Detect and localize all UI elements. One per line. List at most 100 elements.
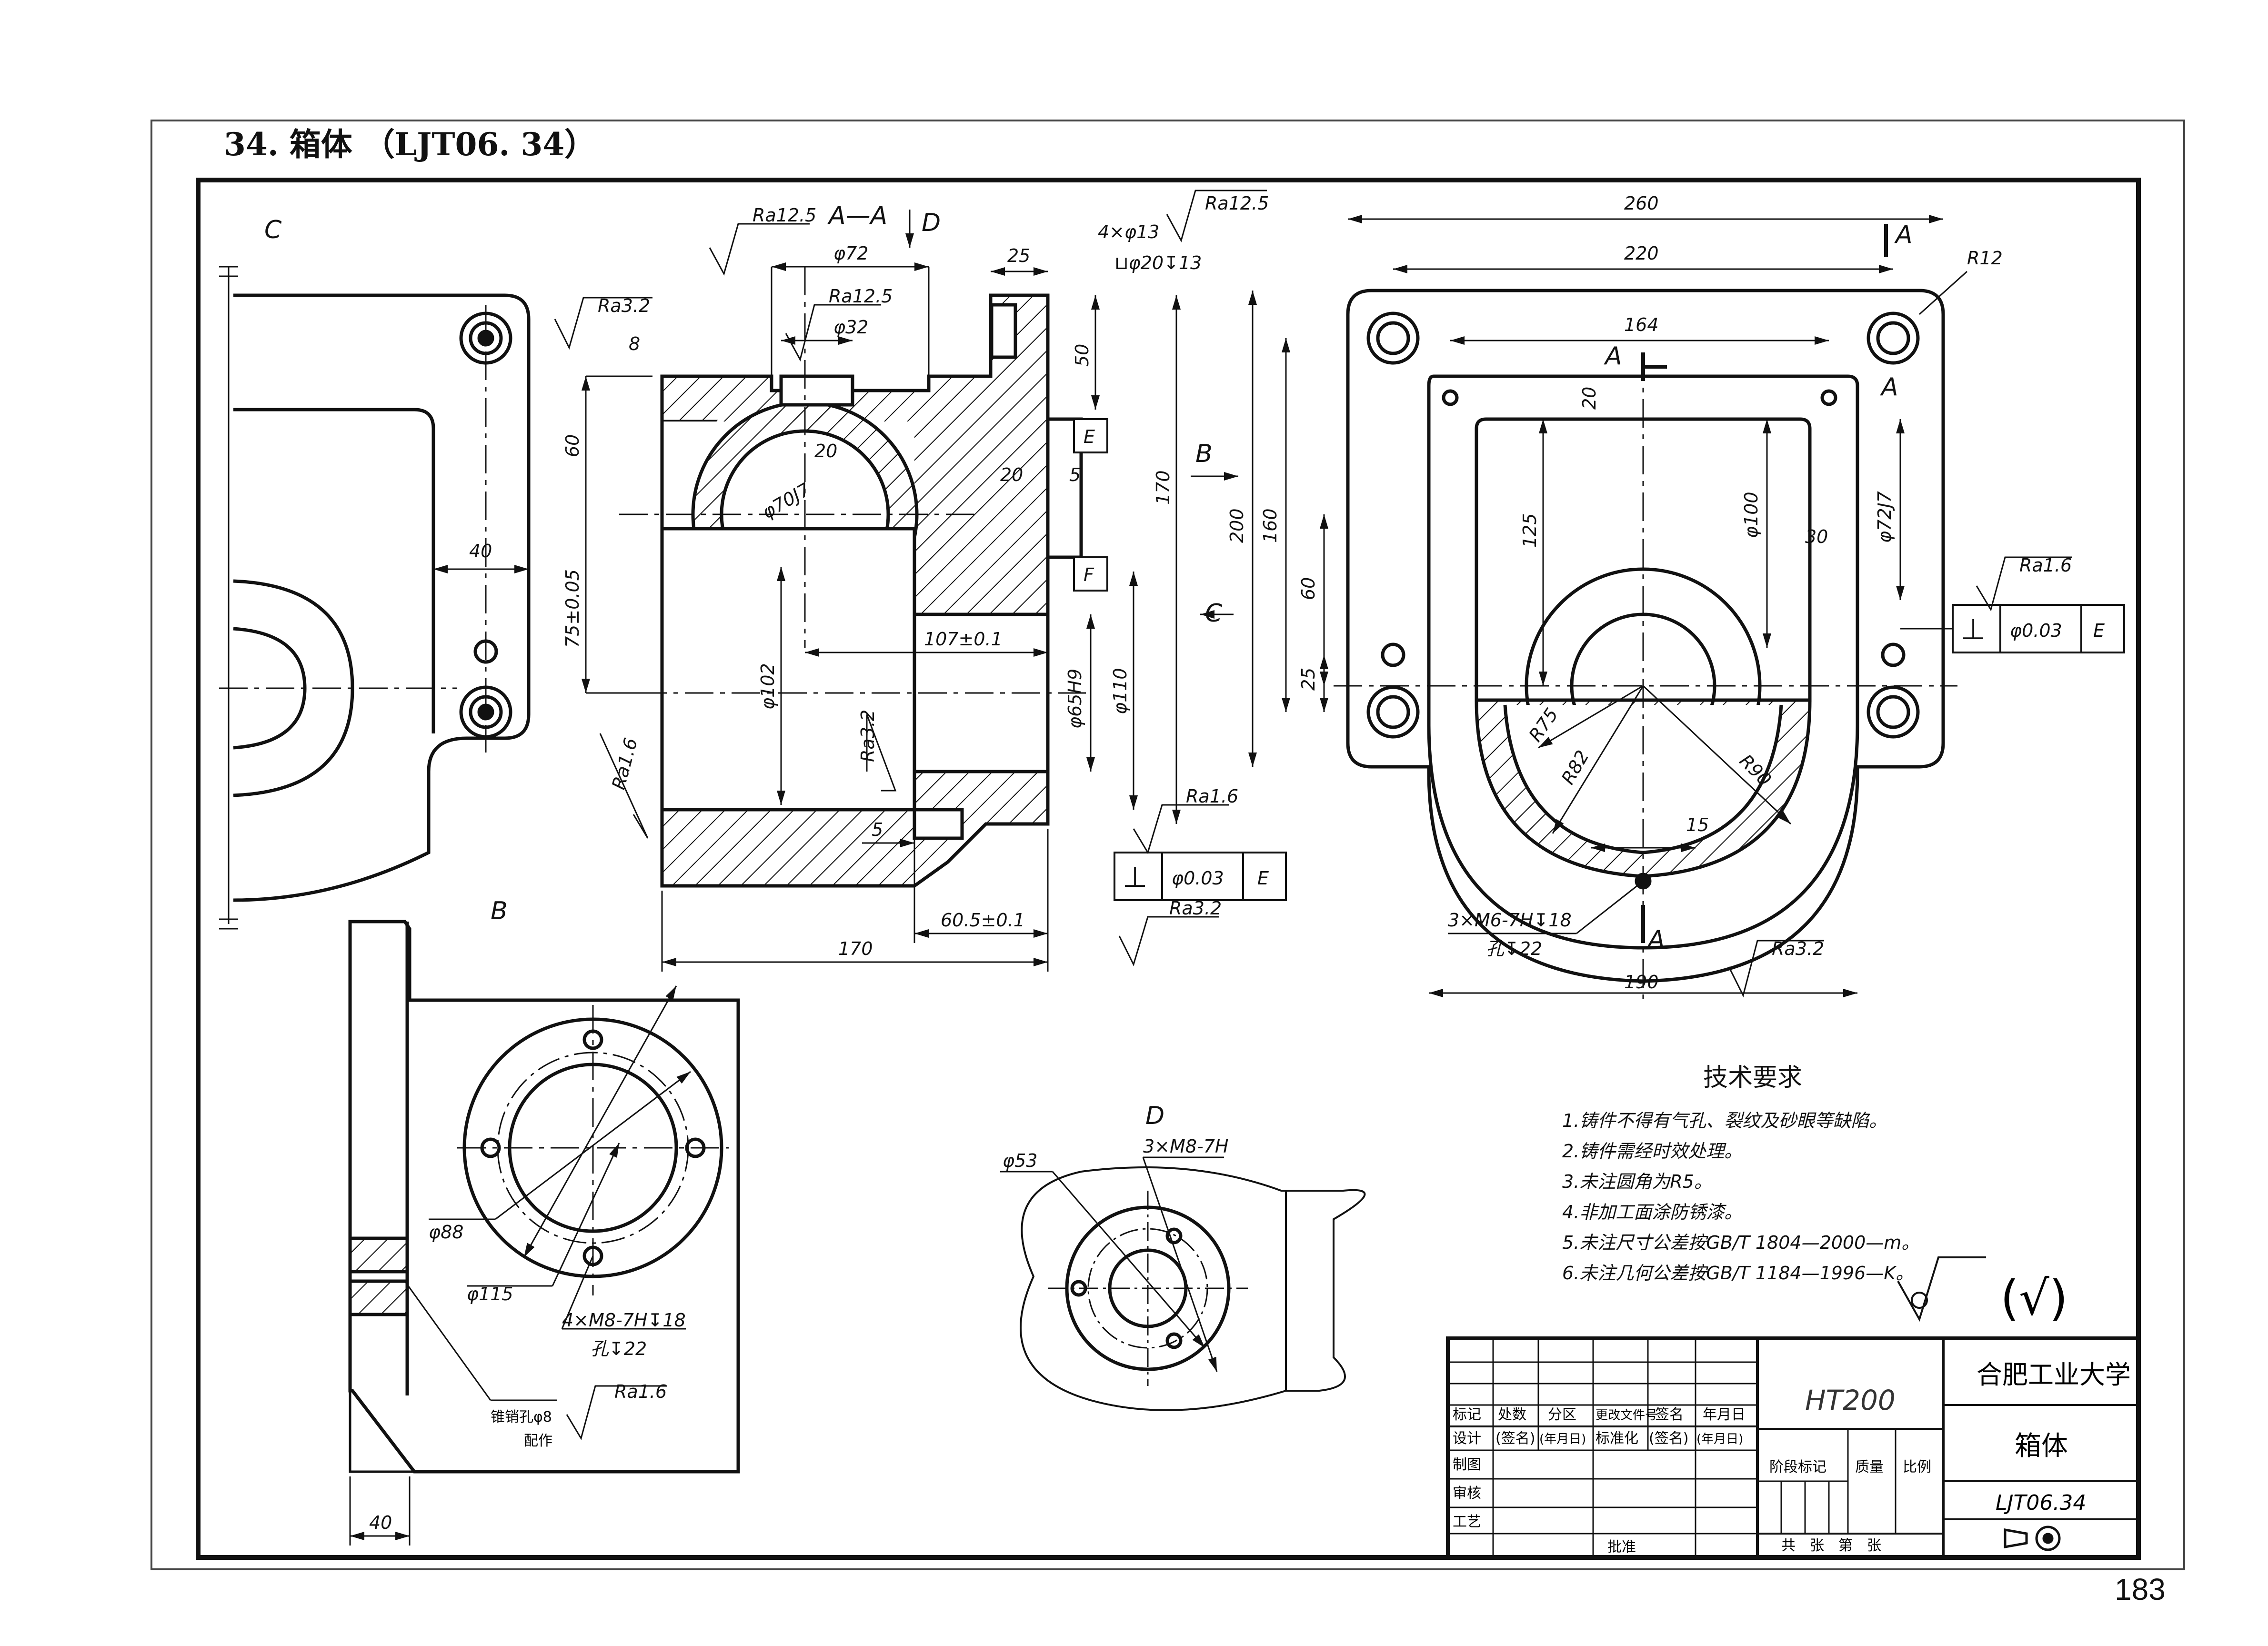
main-dim-25: 25	[1298, 668, 1319, 691]
aa-dim-phi32: φ32	[833, 317, 868, 338]
main-dim-164: 164	[1624, 314, 1659, 335]
tb-standard: 标准化	[1596, 1430, 1638, 1447]
view-b-dim-40: 40	[369, 1512, 392, 1533]
view-b-pin-1: 锥销孔φ8	[491, 1409, 552, 1425]
technical-requirements: 技术要求 1.铸件不得有气孔、裂纹及砂眼等缺陷。 2.铸件需经时效处理。 3.未…	[1562, 1057, 2134, 1288]
tb-design-sig: (签名)	[1495, 1430, 1535, 1447]
section-aa-label: A—A	[827, 201, 887, 230]
view-d-dimlines	[1000, 1156, 1224, 1372]
tb-drawing-number: LJT06.34	[1996, 1491, 2086, 1515]
tb-count: 处数	[1498, 1406, 1526, 1423]
aa-dim-170v: 170	[1153, 470, 1174, 505]
title-block-texts: 标记 处数 分区 更改文件号 签名 年月日 设计 (签名) (年月日) 标准化 …	[1453, 1360, 2131, 1556]
view-d-dim-phi53: φ53	[1003, 1150, 1037, 1171]
main-dim-15: 15	[1686, 814, 1709, 835]
aa-dim-170h: 170	[838, 938, 873, 959]
main-dim-20: 20	[1579, 387, 1600, 410]
tb-design-date: (年月日)	[1539, 1432, 1586, 1446]
main-dim-60: 60	[1298, 577, 1319, 600]
aa-dim-4phi13: 4×φ13	[1098, 221, 1159, 242]
aa-dim-phi110: φ110	[1110, 668, 1131, 714]
view-b-label: B	[491, 897, 508, 925]
aa-dim-75: 75±0.05	[562, 569, 583, 648]
main-view-centerlines	[1334, 352, 1957, 1000]
aa-dim-5b: 5	[872, 819, 883, 840]
section-aa-dimlines	[582, 210, 1238, 972]
title-block	[1446, 1336, 2140, 1559]
aa-dim-25: 25	[1007, 245, 1030, 266]
aa-dim-60-5: 60.5±0.1	[941, 910, 1025, 931]
outer-frame	[151, 120, 2185, 1570]
main-dim-r12: R12	[1967, 248, 2003, 269]
tb-sign: 签名	[1655, 1406, 1684, 1423]
tb-weight: 质量	[1855, 1459, 1884, 1475]
aa-dim-cbore: ⊔φ20↧13	[1114, 252, 1202, 273]
main-thread-note-2: 孔↧22	[1486, 938, 1542, 959]
inner-frame	[196, 178, 2141, 1560]
view-b-ra: Ra1.6	[614, 1381, 667, 1402]
arrow-c: C	[1205, 599, 1223, 628]
tb-standard-date: (年月日)	[1696, 1432, 1743, 1446]
tb-mark: 标记	[1453, 1406, 1481, 1423]
tech-req-item: 3.未注圆角为R5。	[1562, 1171, 1712, 1192]
aa-ra-7: Ra1.6	[1186, 786, 1238, 807]
main-section-a-mid: A	[1604, 342, 1622, 371]
tb-approve: 批准	[1607, 1539, 1636, 1556]
main-dim-260: 260	[1624, 193, 1659, 214]
view-b-thread-2: 孔↧22	[591, 1338, 647, 1359]
tech-req-item: 5.未注尺寸公差按GB/T 1804—2000—m。	[1562, 1232, 1920, 1253]
datum-f: F	[1084, 564, 1094, 585]
aa-dim-5: 5	[1069, 464, 1081, 485]
tb-stage: 阶段标记	[1769, 1459, 1826, 1475]
main-dim-200: 200	[1226, 508, 1247, 543]
aa-dim-8: 8	[629, 333, 640, 354]
aa-ra-3: Ra12.5	[1205, 193, 1269, 214]
aa-dim-20a: 20	[814, 441, 837, 462]
main-section-a-bottom: A	[1646, 925, 1665, 954]
aa-tol-symbol: ⊥	[1123, 861, 1147, 894]
tech-req-title: 技术要求	[1703, 1064, 1802, 1092]
arrow-b: B	[1195, 440, 1213, 468]
aa-ra-1: Ra12.5	[753, 205, 816, 226]
main-tol-symbol: ⊥	[1961, 613, 1986, 646]
aa-dim-50: 50	[1072, 344, 1093, 367]
main-ra-2: Ra3.2	[1772, 938, 1824, 959]
tb-process: 工艺	[1453, 1514, 1481, 1530]
tb-check: 审核	[1453, 1485, 1481, 1502]
tb-school: 合肥工业大学	[1977, 1360, 2131, 1390]
aa-dim-phi65h9: φ65H9	[1064, 669, 1085, 729]
tb-scale: 比例	[1903, 1459, 1931, 1475]
tb-draw: 制图	[1453, 1456, 1481, 1473]
main-dim-phi72j7: φ72J7	[1874, 491, 1895, 543]
main-view-section-marks	[1641, 224, 1888, 943]
main-dim-190: 190	[1624, 972, 1659, 993]
main-tol-datum: E	[2093, 620, 2105, 641]
section-aa	[660, 293, 1083, 888]
aa-ra-6: Ra1.6	[608, 736, 642, 792]
aa-tol-value: φ0.03	[1172, 868, 1224, 889]
tb-doc: 更改文件号	[1596, 1408, 1657, 1423]
view-b-dim-phi88: φ88	[429, 1222, 463, 1243]
tb-design: 设计	[1453, 1430, 1481, 1447]
view-b-dim-phi115: φ115	[467, 1284, 513, 1305]
view-b-dimlines	[349, 985, 691, 1546]
main-view-dimlines	[1248, 215, 1968, 997]
general-roughness-text: (√)	[2000, 1270, 2068, 1326]
aa-dim-phi102: φ102	[757, 663, 778, 710]
main-ra-1: Ra1.6	[2019, 555, 2072, 576]
aa-ra-5: Ra3.2	[857, 710, 878, 762]
aa-tol-datum: E	[1257, 868, 1269, 889]
view-c-label: C	[264, 216, 282, 244]
main-dim-phi100: φ100	[1741, 492, 1762, 538]
view-b-thread-1: 4×M8-7H↧18	[562, 1310, 686, 1331]
tb-sheets: 共 张 第 张	[1781, 1537, 1881, 1554]
view-d-centerlines	[1048, 1191, 1248, 1386]
tech-req-item: 2.铸件需经时效处理。	[1562, 1141, 1743, 1162]
main-view-tolerance-frame	[1952, 604, 2125, 653]
view-b-pin-2: 配作	[524, 1433, 552, 1449]
view-arrow-d: D	[922, 209, 941, 237]
main-thread-note-1: 3×M6-7H↧18	[1448, 910, 1572, 931]
tech-req-item: 4.非加工面涂防锈漆。	[1562, 1202, 1743, 1223]
aa-dim-phi72: φ72	[833, 243, 868, 264]
main-view-roughness: Ra1.6 Ra3.2	[1728, 555, 2072, 998]
